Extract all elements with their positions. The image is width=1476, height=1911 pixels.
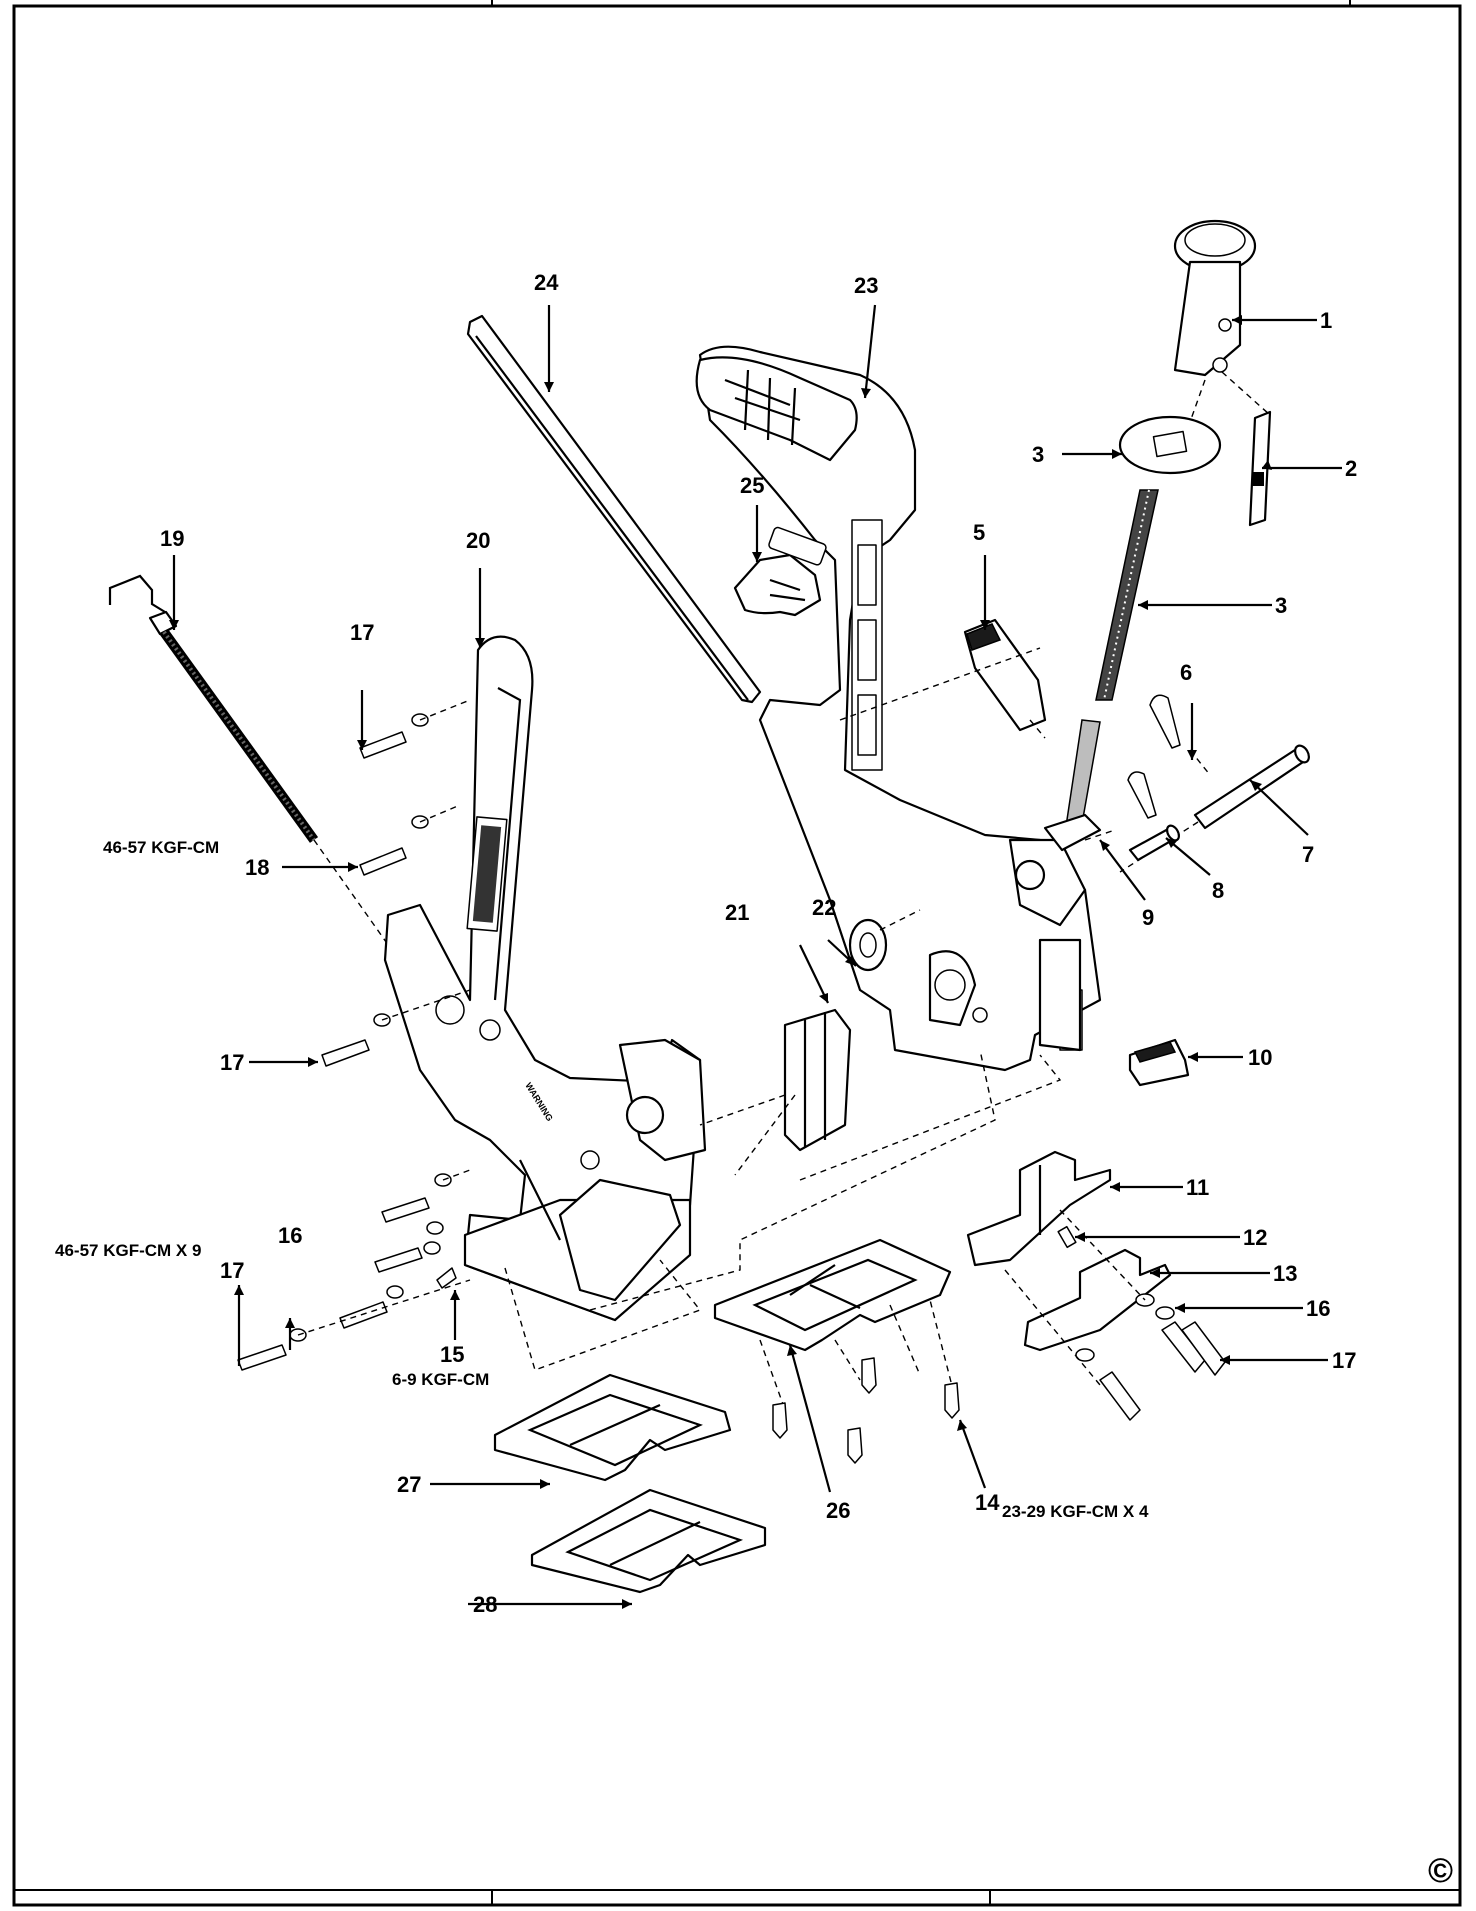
callout-25: 25 <box>740 473 764 498</box>
callout-17-top: 17 <box>350 620 374 645</box>
part-8-pin <box>1128 824 1180 862</box>
part-left-fasteners <box>237 713 457 1371</box>
callout-27: 27 <box>397 1472 421 1497</box>
callout-16-right: 16 <box>1306 1296 1330 1321</box>
torque-notes: 46-57 KGF-CM 46-57 KGF-CM X 9 6-9 KGF-CM… <box>55 838 1149 1521</box>
assembly-guides <box>297 647 1146 1386</box>
part-3-spring <box>1095 489 1159 701</box>
callout-16-left: 16 <box>278 1223 302 1248</box>
copyright-symbol: © <box>1428 1852 1453 1890</box>
note-46-57-kgf-cm: 46-57 KGF-CM <box>103 838 219 857</box>
leader-arrowheads <box>169 315 1272 1609</box>
callout-23: 23 <box>854 273 878 298</box>
part-26-plate <box>713 1238 952 1411</box>
callout-26: 26 <box>826 1498 850 1523</box>
part-3-washer <box>1118 415 1222 475</box>
part-19-spring <box>108 574 421 991</box>
part-20-body: WARNING <box>383 635 707 1322</box>
part-5-block <box>963 618 1047 739</box>
callout-18: 18 <box>245 855 269 880</box>
part-13-plate <box>1023 1248 1172 1352</box>
part-25-adjuster <box>733 526 827 617</box>
part-16-17-right-fasteners <box>1075 1293 1226 1421</box>
callout-21: 21 <box>725 900 749 925</box>
callout-2: 2 <box>1345 456 1357 481</box>
callout-11: 11 <box>1186 1175 1209 1200</box>
callout-5: 5 <box>973 520 985 545</box>
callout-24: 24 <box>534 270 559 295</box>
part-27-plate <box>493 1373 732 1482</box>
callout-13: 13 <box>1273 1261 1297 1286</box>
callout-17-bottom-left: 17 <box>220 1258 244 1283</box>
callout-9: 9 <box>1142 905 1154 930</box>
callout-17-right: 17 <box>1332 1348 1356 1373</box>
callout-28: 28 <box>473 1592 497 1617</box>
callout-20: 20 <box>466 528 490 553</box>
callout-22: 22 <box>812 895 836 920</box>
leader-lines <box>172 304 1342 1606</box>
part-12-pin <box>1057 1225 1077 1249</box>
callout-10: 10 <box>1248 1045 1272 1070</box>
part-14-screws <box>772 1299 960 1464</box>
part-21-channel <box>699 1008 852 1152</box>
part-1-plunger <box>1173 219 1271 423</box>
callout-3-washer: 3 <box>1032 442 1044 467</box>
part-11-plate <box>966 1150 1112 1267</box>
part-10-cap <box>1128 1038 1190 1087</box>
callout-1: 1 <box>1320 308 1332 333</box>
callout-17-mid: 17 <box>220 1050 244 1075</box>
part-2-clip <box>1248 410 1272 527</box>
callout-19: 19 <box>160 526 184 551</box>
callout-15: 15 <box>440 1342 464 1367</box>
page-border <box>12 0 1462 1907</box>
note-23-29-kgf-cm-x4: 23-29 KGF-CM X 4 <box>1002 1502 1149 1521</box>
callout-3-spring: 3 <box>1275 593 1287 618</box>
part-23-handle-body <box>695 345 1102 1072</box>
callout-12: 12 <box>1243 1225 1267 1250</box>
callout-numbers: 1 2 3 3 5 6 7 8 9 10 11 12 13 14 15 16 1… <box>160 270 1357 1617</box>
part-24-strip <box>466 314 762 704</box>
callout-8: 8 <box>1212 878 1224 903</box>
callout-14: 14 <box>975 1490 1000 1515</box>
part-6-clips <box>1127 694 1211 819</box>
callout-7: 7 <box>1302 842 1314 867</box>
part-22-bumper <box>848 909 921 972</box>
note-6-9-kgf-cm: 6-9 KGF-CM <box>392 1370 489 1389</box>
part-9-driver <box>1043 719 1116 852</box>
callout-6: 6 <box>1180 660 1192 685</box>
part-28-plate <box>530 1488 767 1594</box>
note-46-57-kgf-cm-x9: 46-57 KGF-CM X 9 <box>55 1241 201 1260</box>
